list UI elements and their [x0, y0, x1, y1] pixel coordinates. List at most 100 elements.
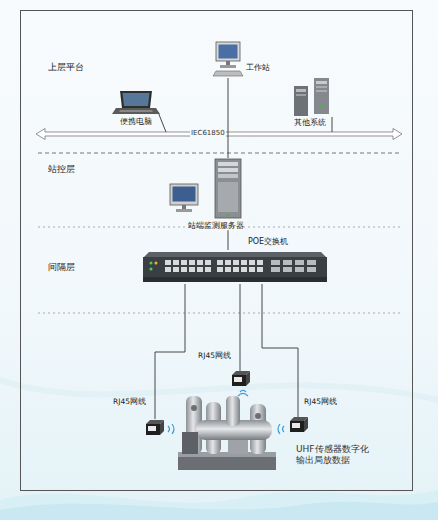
rj45-cables-part: [240, 284, 241, 371]
laptop-icon-part-part: [120, 91, 152, 108]
monitor-server-icon-part-part: [182, 205, 186, 209]
background-waves-part: [0, 380, 438, 400]
background-waves-part: [0, 490, 438, 520]
poe-switch-icon-part-part: [165, 267, 171, 272]
workstation-icon-part-part: [226, 61, 230, 65]
poe-switch-icon-part-part: [283, 260, 292, 265]
poe-switch-icon-part-part: [165, 260, 171, 265]
workstation-icon-part-part: [219, 45, 238, 59]
rj45-cables-part: [155, 284, 185, 419]
laptop-label: 便携电脑: [120, 117, 152, 126]
monitor-server-icon-part-part: [170, 184, 198, 205]
other-systems-icon-part-part: [296, 89, 306, 92]
poe-switch-icon-part-part: [225, 267, 231, 272]
uhf-sensors: [146, 371, 308, 435]
bus-taps-part: [158, 112, 166, 132]
wireless-marks-part: [172, 424, 174, 434]
poe-switch-icon-part: [143, 250, 327, 284]
uhf-sensors-part: [146, 424, 160, 435]
poe-switch-icon-part-part: [155, 262, 158, 265]
other-systems-icon-part-part: [296, 94, 306, 96]
uhf-sensors-part: [160, 420, 164, 435]
rj45-cables-part: [262, 284, 298, 417]
uhf-sensors-part: [234, 377, 242, 382]
layer-label: 间隔层: [48, 262, 75, 272]
layer-separators-part: [38, 153, 400, 154]
other-systems-node: 其他系统: [290, 76, 334, 127]
wireless-marks-part: [238, 394, 248, 397]
other-systems-icon-part-part: [316, 90, 327, 92]
poe-switch-icon-part-part: [143, 257, 327, 277]
monitor-server-icon-part-part: [218, 168, 238, 172]
gis-equipment-part: [182, 432, 198, 454]
laptop-icon-part-part: [112, 108, 160, 114]
monitor-server-icon-part: [168, 158, 264, 220]
uhf-sensors-part: [246, 371, 250, 386]
iec-bus: [36, 129, 402, 140]
other-systems-label: 其他系统: [294, 118, 326, 127]
workstation-icon-part: [212, 40, 244, 78]
wireless-marks-part: [283, 426, 285, 432]
poe-switch-icon-part-part: [225, 260, 231, 265]
monitor-server-icon-part-part: [218, 182, 238, 212]
poe-switch-icon: [143, 250, 327, 284]
background-waves-part: [0, 502, 438, 520]
poe-switch-icon-part-part: [181, 260, 187, 265]
rj45-cables: [155, 284, 298, 419]
poe-switch-icon-part-part: [150, 268, 153, 271]
monitor-server-icon-part-part: [218, 162, 238, 166]
uhf-sensors-part: [232, 375, 246, 386]
workstation-label: 工作站: [246, 63, 270, 72]
poe-switch-icon-part-part: [271, 267, 280, 272]
monitor-server-label: 站端监测服务器: [188, 221, 244, 230]
poe-switch-icon-part-part: [181, 267, 187, 272]
other-systems-icon-part-part: [316, 86, 327, 88]
poe-switch-icon-part-part: [197, 267, 203, 272]
workstation-icon-part-part: [220, 65, 236, 68]
workstation-icon: [212, 40, 244, 78]
layer-separators: [38, 153, 400, 313]
uhf-sensors-part: [290, 421, 304, 432]
poe-switch-icon-part-part: [257, 267, 263, 272]
laptop-icon-part-part: [119, 110, 153, 112]
poe-switch-icon-part-part: [249, 267, 255, 272]
network-link: [228, 78, 229, 158]
poe-switch-icon-part-part: [189, 267, 195, 272]
wireless-marks-part: [240, 391, 246, 393]
workstation-icon-part-part: [213, 71, 243, 76]
poe-switch-icon-part-part: [307, 260, 316, 265]
poe-switch-icon-part-part: [271, 260, 280, 265]
protocol-label: IEC61850: [190, 129, 226, 137]
gis-equipment-part: [178, 456, 276, 470]
monitor-server-icon-part-part: [173, 187, 196, 202]
wireless-marks-part: [168, 426, 170, 432]
poe-switch-label: POE交换机: [248, 237, 288, 246]
poe-switch-icon-part-part: [197, 260, 203, 265]
monitor-server-node: 站端监测服务器: [168, 158, 264, 230]
poe-switch-icon-part-part: [143, 277, 327, 282]
poe-switch-icon-part-part: [249, 260, 255, 265]
poe-switch-icon-part-part: [241, 260, 247, 265]
uhf-sensors-part: [292, 423, 300, 428]
cable-label: RJ45网线: [304, 398, 337, 407]
workstation-icon-part-part: [216, 42, 240, 61]
poe-switch-icon-part-part: [295, 267, 304, 272]
poe-switch-icon-part-part: [257, 260, 263, 265]
poe-switch-icon-part-part: [205, 260, 211, 265]
gis-equipment-part: [226, 396, 240, 426]
uhf-sensors-part: [304, 417, 308, 432]
poe-switch-icon-part-part: [205, 267, 211, 272]
outer-frame: [21, 11, 413, 491]
poe-switch-icon-part-part: [283, 267, 292, 272]
poe-switch-icon-part-part: [217, 260, 223, 265]
cable-label: RJ45网线: [113, 398, 146, 407]
monitor-server-icon-part-part: [215, 159, 241, 218]
other-systems-icon: [290, 76, 334, 118]
poe-switch-icon-part-part: [233, 260, 239, 265]
background-waves: [0, 380, 438, 520]
cable-label: RJ45网线: [198, 352, 231, 361]
layer-separators-part: [38, 313, 400, 314]
gis-equipment: [178, 396, 276, 470]
laptop-icon: [112, 90, 160, 116]
